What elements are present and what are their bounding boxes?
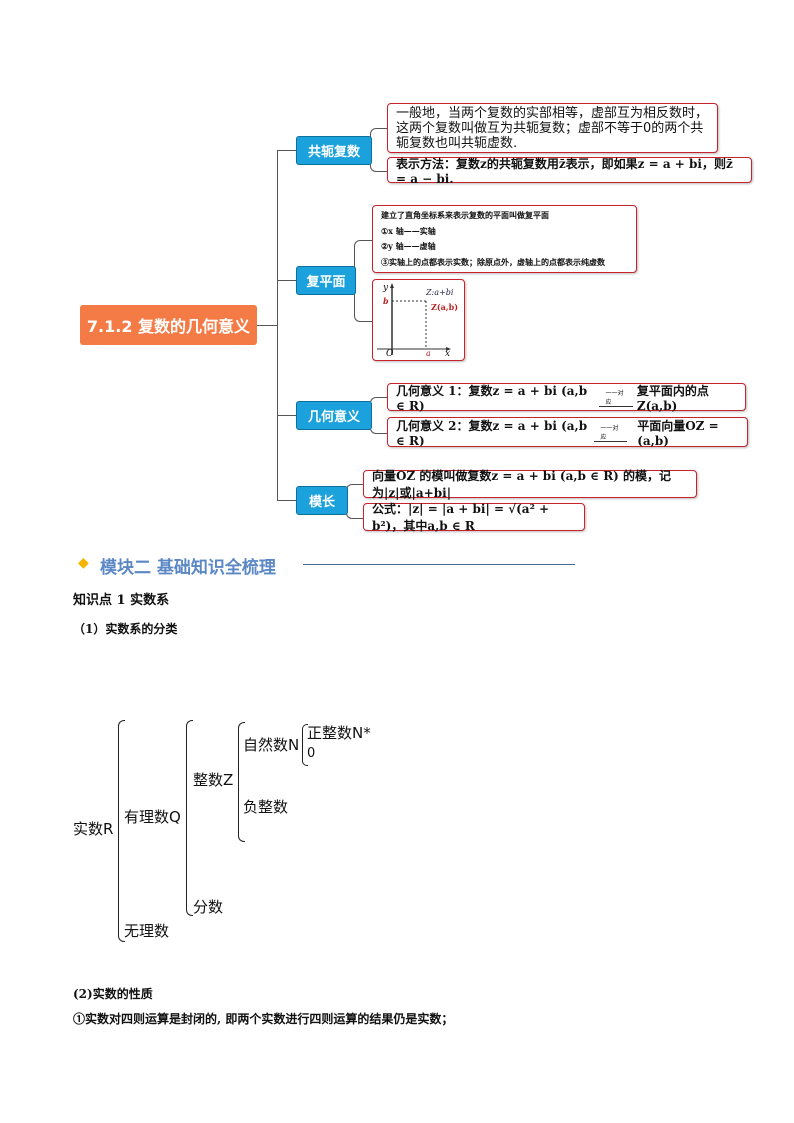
node-natural: 自然数N — [243, 736, 300, 754]
complex-plane-definition: 建立了直角坐标系来表示复数的平面叫做复平面 ①x 轴——实轴 ②y 轴——虚轴 … — [372, 205, 637, 273]
complex-plane-graph: y b Z:a+bi Z(a,b) O a x — [372, 279, 465, 361]
node-geometric-meaning: 几何意义 — [296, 401, 372, 430]
meaning-2: 几何意义 2：复数z = a + bi (a,b ∈ R) 一一对应 平面向量O… — [387, 417, 748, 448]
brace — [186, 720, 193, 916]
node-irrational: 无理数 — [124, 922, 170, 940]
connector — [354, 240, 372, 322]
correspondence-arrow: 一一对应 — [599, 388, 633, 407]
correspondence-arrow: 一一对应 — [594, 423, 628, 442]
meaning-1: 几何意义 1：复数z = a + bi (a,b ∈ R) 一一对应 复平面内的… — [387, 383, 746, 413]
conjugate-definition: 一般地，当两个复数的实部相等，虚部互为相反数时，这两个复数叫做互为共轭复数；虚部… — [387, 103, 718, 153]
node-real: 实数R — [73, 820, 114, 838]
connector — [277, 280, 296, 281]
modulus-definition: 向量OZ 的模叫做复数z = a + bi (a,b ∈ R) 的模，记为|z|… — [363, 469, 697, 500]
x-label: x — [445, 349, 451, 359]
connector — [257, 325, 277, 326]
node-complex-plane: 复平面 — [296, 266, 356, 295]
b-label: b — [383, 296, 389, 306]
node-integer: 整数Z — [193, 771, 234, 789]
brace — [118, 720, 125, 942]
subheading-properties: (2)实数的性质 — [73, 987, 153, 1001]
connector — [370, 128, 387, 172]
mindmap-root: 7.1.2 复数的几何意义 — [80, 305, 257, 345]
plane-text: 建立了直角坐标系来表示复数的平面叫做复平面 — [381, 210, 549, 221]
node-conjugate: 共轭复数 — [296, 136, 372, 165]
node-rational: 有理数Q — [124, 808, 181, 826]
meaning-2-target: 平面向量OZ = (a,b) — [637, 418, 719, 448]
connector — [370, 397, 387, 434]
node-modulus: 模长 — [296, 486, 348, 515]
node-positive-integer: 正整数N* — [307, 724, 371, 742]
section-rule — [303, 564, 575, 565]
axis-points-text: ③实轴上的点都表示实数；除原点外，虚轴上的点都表示纯虚数 — [381, 256, 605, 267]
property-1: ①实数对四则运算是封闭的, 即两个实数进行四则运算的结果仍是实数； — [73, 1012, 454, 1026]
origin-label: O — [386, 349, 394, 359]
point-label: Z(a,b) — [431, 302, 458, 312]
y-label: y — [383, 283, 389, 293]
node-fraction: 分数 — [193, 898, 224, 916]
meaning-1-text: 几何意义 1：复数z = a + bi (a,b ∈ R) — [396, 383, 588, 413]
brace — [238, 722, 245, 842]
connector — [277, 500, 296, 501]
a-label: a — [426, 349, 431, 358]
brace — [302, 724, 308, 766]
real-axis-text: ①x 轴——实轴 — [381, 225, 436, 236]
connector — [277, 150, 296, 151]
connector — [346, 484, 363, 519]
node-zero: 0 — [307, 746, 316, 761]
axes-diagram — [377, 283, 451, 355]
modulus-formula: 公式：|z| = |a + bi| = √(a² + b²)，其中a,b ∈ R — [363, 502, 585, 533]
connector — [277, 150, 278, 500]
node-negative-integer: 负整数 — [243, 798, 289, 816]
meaning-1-target: 复平面内的点Z(a,b) — [636, 383, 709, 413]
subheading-classification: （1）实数系的分类 — [73, 622, 178, 636]
section-title: 模块二 基础知识全梳理 — [100, 558, 276, 578]
imag-axis-text: ②y 轴——虚轴 — [381, 241, 436, 252]
conjugate-notation: 表示方法：复数z的共轭复数用z̄表示，即如果z = a + bi，则z̄ = a… — [387, 157, 752, 186]
knowledge-point-title: 知识点 1 实数系 — [73, 593, 170, 608]
meaning-2-text: 几何意义 2：复数z = a + bi (a,b ∈ R) — [396, 418, 588, 448]
z-label: Z:a+bi — [426, 288, 454, 297]
connector — [277, 415, 296, 416]
diamond-icon: ◆ — [78, 555, 89, 571]
